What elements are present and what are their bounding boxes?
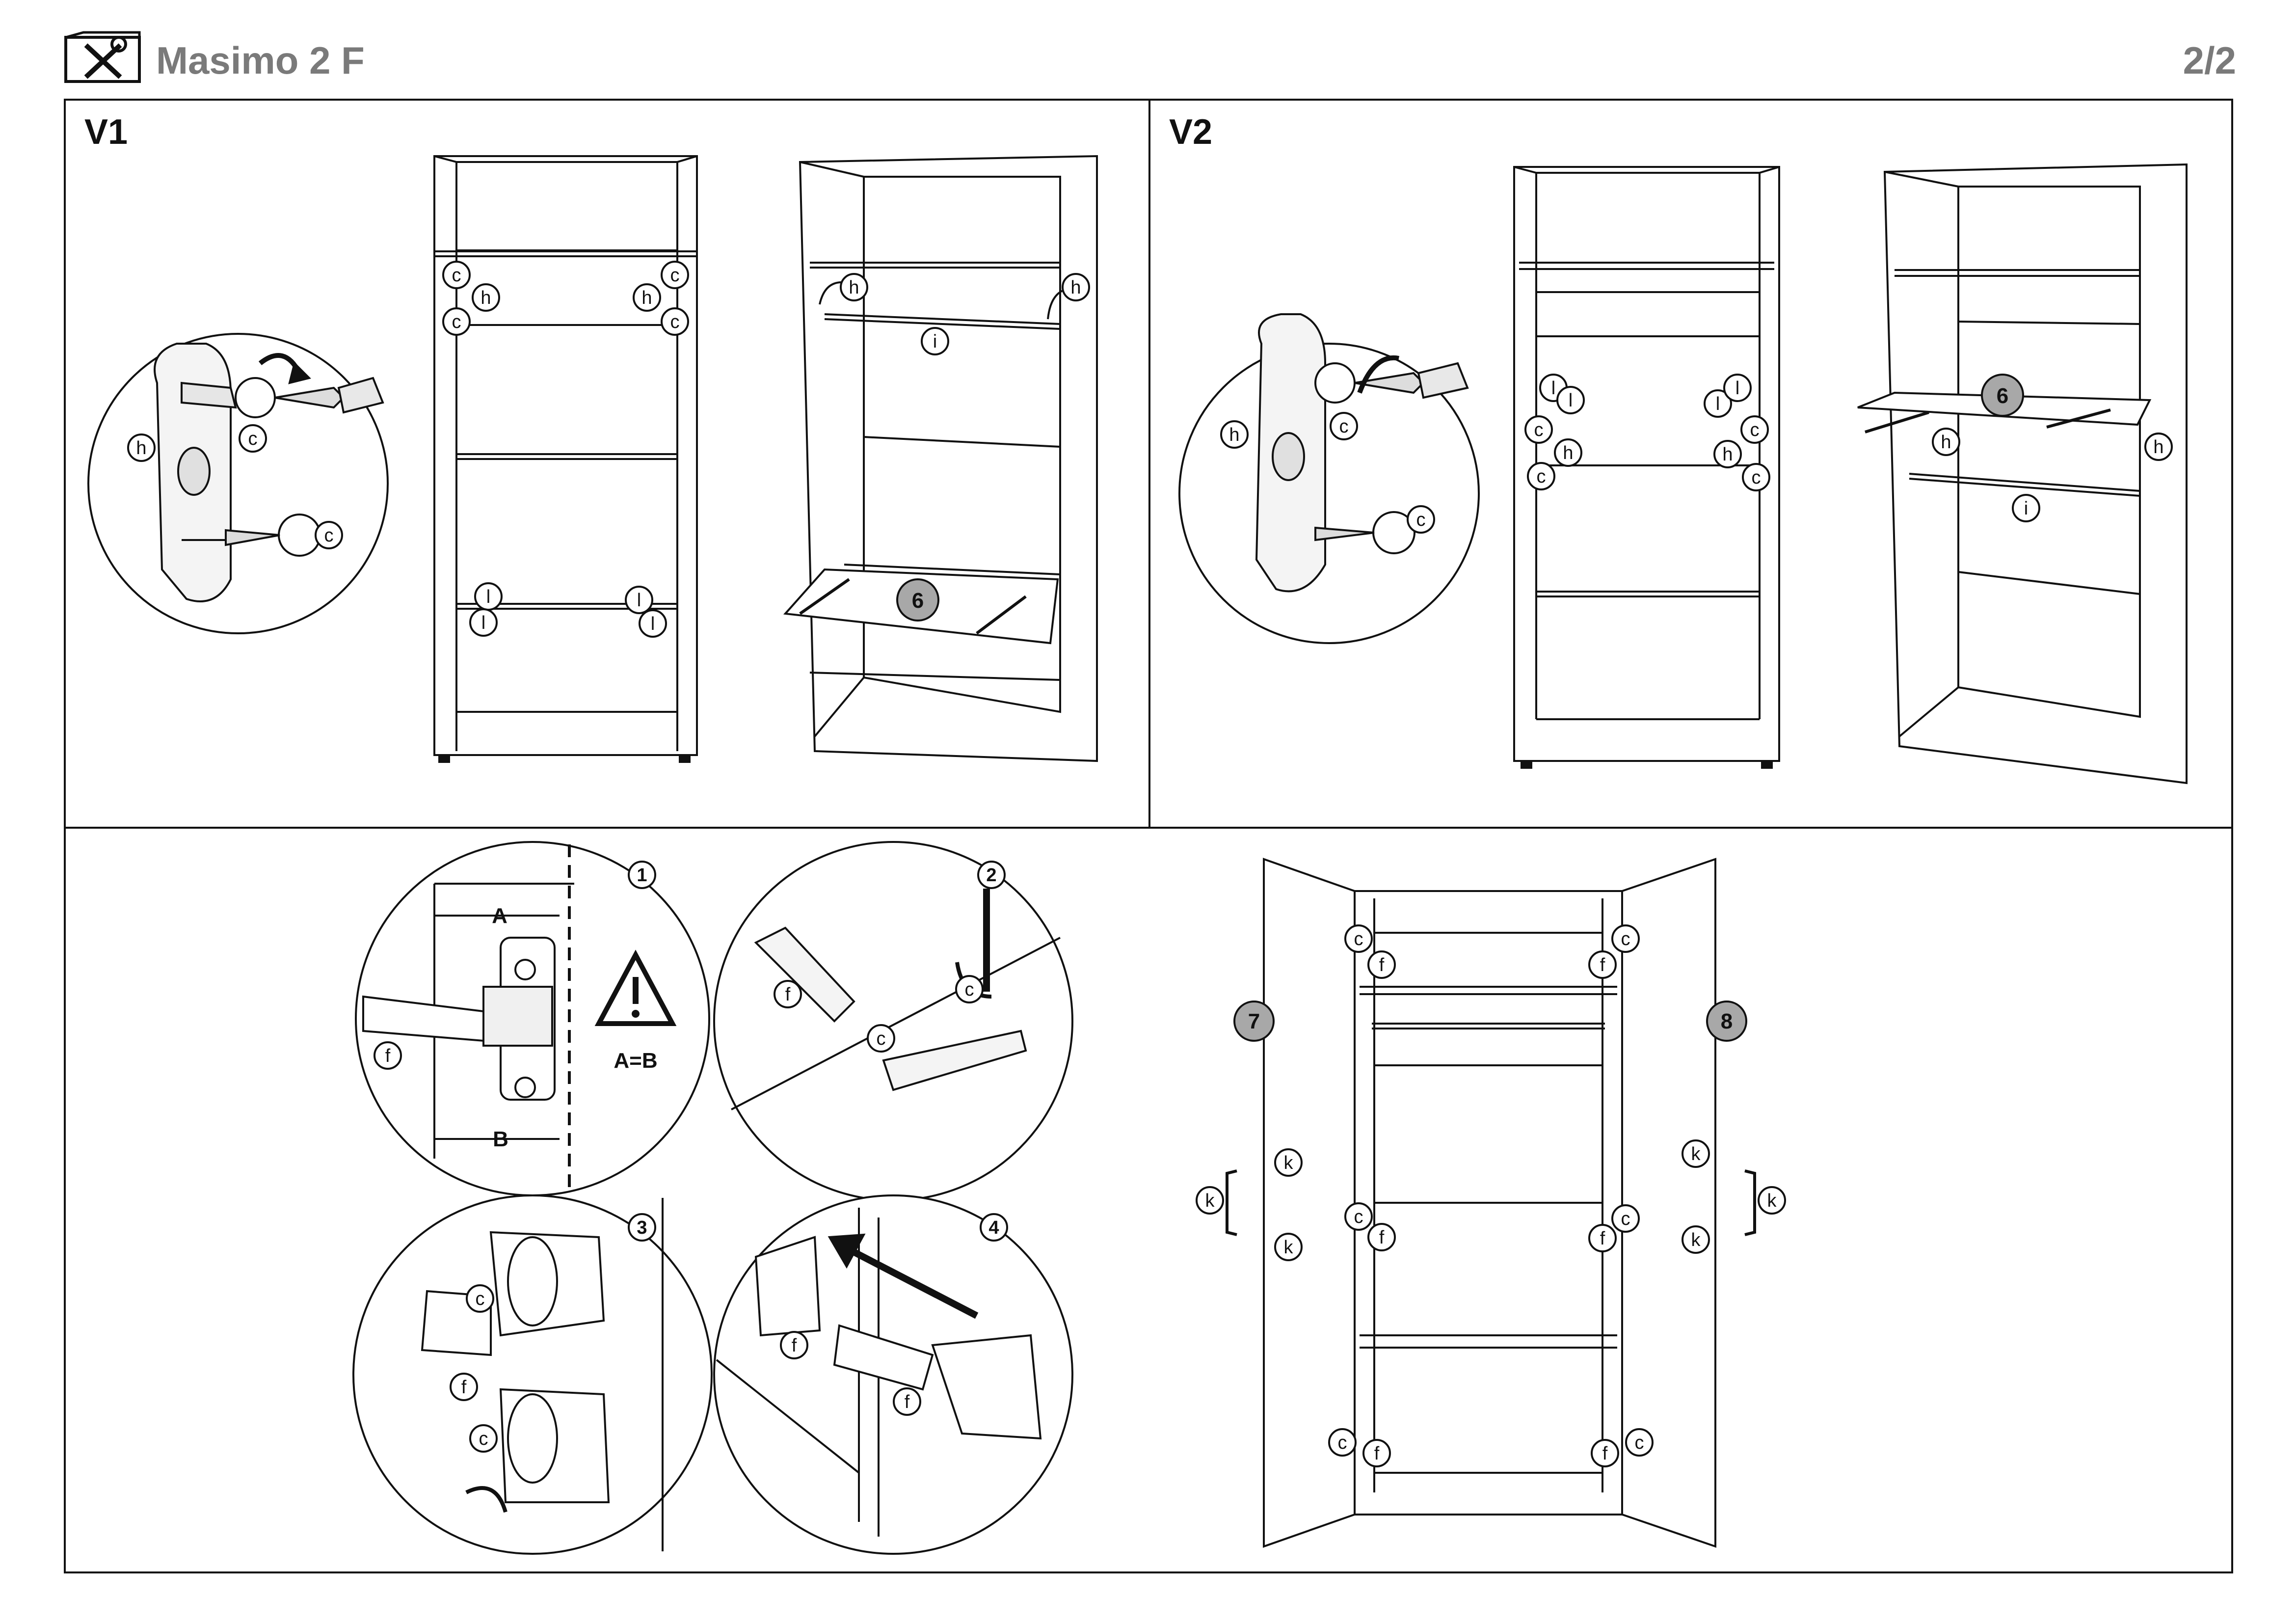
part-label-f: f <box>1600 1228 1605 1249</box>
part-label-l: l <box>486 587 490 607</box>
part-label-l: l <box>481 613 485 633</box>
part-label-c: c <box>479 1429 488 1449</box>
part-label-l: l <box>1735 378 1739 399</box>
part-label-c: c <box>324 525 334 546</box>
panel-label-v1: V1 <box>84 112 128 152</box>
part-label-c: c <box>1621 1209 1630 1229</box>
part-label-c: c <box>1338 1433 1347 1453</box>
step-1-badge: 1 <box>637 865 647 886</box>
step-2-badge: 2 <box>986 865 996 886</box>
page-number: 2/2 <box>2183 39 2236 82</box>
part-label-h: h <box>1563 443 1573 463</box>
part-label-l: l <box>651 614 655 634</box>
part-label-c: c <box>1354 929 1363 949</box>
part-label-h: h <box>849 277 859 298</box>
part-label-l: l <box>1716 394 1720 414</box>
part-label-h: h <box>1070 277 1081 298</box>
step-7-badge: 7 <box>1248 1009 1260 1033</box>
part-label-f: f <box>385 1046 391 1066</box>
part-label-c: c <box>670 265 680 286</box>
part-label-k: k <box>1205 1191 1215 1211</box>
part-label-c: c <box>1416 510 1426 530</box>
part-label-k: k <box>1284 1237 1294 1258</box>
part-label-f: f <box>461 1377 467 1398</box>
part-label-c: c <box>965 979 974 1000</box>
part-label-f: f <box>792 1335 797 1356</box>
dimension-equality: A=B <box>614 1049 657 1073</box>
part-label-c: c <box>1354 1207 1363 1227</box>
part-label-k: k <box>1691 1144 1701 1164</box>
dimension-a: A <box>492 904 507 928</box>
part-label-c: c <box>1339 416 1349 437</box>
part-label-c: c <box>452 312 461 332</box>
part-label-c: c <box>1752 467 1761 488</box>
part-label-f: f <box>1374 1443 1380 1464</box>
part-label-k: k <box>1284 1153 1294 1173</box>
panel-label-v2: V2 <box>1169 112 1213 152</box>
part-label-k: k <box>1767 1191 1777 1211</box>
part-label-f: f <box>1602 1443 1608 1464</box>
part-label-f: f <box>905 1392 910 1412</box>
step-3-badge: 3 <box>637 1218 647 1238</box>
part-label-l: l <box>1569 390 1573 411</box>
part-label-f: f <box>1379 955 1385 975</box>
part-label-f: f <box>1600 955 1605 975</box>
dimension-b: B <box>493 1127 508 1151</box>
part-label-c: c <box>1750 420 1760 440</box>
part-label-h: h <box>481 288 491 308</box>
part-label-h: h <box>641 288 652 308</box>
part-label-c: c <box>1635 1433 1644 1453</box>
part-label-l: l <box>1551 378 1555 399</box>
part-label-c: c <box>476 1289 485 1309</box>
part-label-h: h <box>1722 444 1733 465</box>
part-label-c: c <box>1621 929 1630 949</box>
part-label-c: c <box>1534 420 1544 440</box>
part-label-h: h <box>1229 425 1239 445</box>
page-title: Masimo 2 F <box>156 39 365 82</box>
v2-assembly-drawing: h c c l l c h c l l c h c h <box>1178 163 2188 785</box>
part-label-k: k <box>1691 1230 1701 1250</box>
part-label-h: h <box>136 438 146 459</box>
part-label-l: l <box>637 590 641 611</box>
step-8-badge: 8 <box>1721 1009 1733 1033</box>
part-label-i: i <box>933 331 937 352</box>
part-label-h: h <box>1941 432 1951 453</box>
step-6-badge: 6 <box>1997 384 2008 408</box>
tools-icon <box>64 31 141 83</box>
part-label-i: i <box>2024 498 2028 519</box>
v1-assembly-drawing: h c c c c h c c h l l l l h <box>87 155 1098 763</box>
part-label-f: f <box>1379 1227 1385 1248</box>
part-label-c: c <box>877 1029 886 1049</box>
part-label-c: c <box>248 429 258 449</box>
step-4-badge: 4 <box>988 1218 999 1238</box>
part-label-f: f <box>785 984 791 1005</box>
step-6-badge: 6 <box>912 589 924 613</box>
part-label-c: c <box>1537 466 1546 487</box>
part-label-c: c <box>452 265 461 286</box>
part-label-h: h <box>2153 437 2163 458</box>
part-label-c: c <box>670 312 680 332</box>
